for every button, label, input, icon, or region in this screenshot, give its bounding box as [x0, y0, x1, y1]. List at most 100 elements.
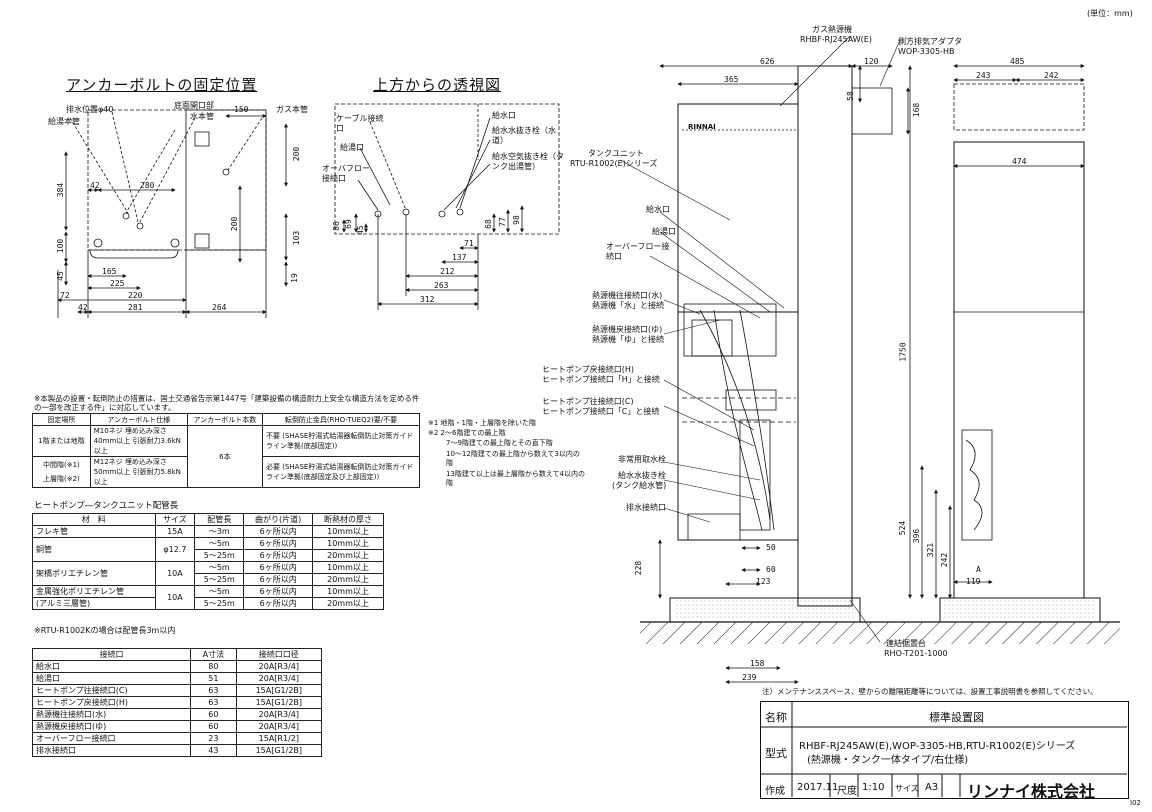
dim: 228 [634, 560, 644, 576]
dim: 150 [234, 105, 249, 114]
table-cell: φ12.7 [154, 537, 196, 562]
table-cell: ～5m [194, 537, 245, 550]
table-cell: 20A[R3/4] [235, 672, 323, 685]
front-label: ヒートポンプ接続口「C」と接続 [542, 407, 660, 416]
front-label: RTU-R1002(E)シリーズ [570, 159, 658, 168]
size-value: A3 [925, 782, 939, 793]
table-cell: 5～25m [194, 573, 245, 586]
dim: 68 [483, 219, 493, 229]
table-header: 転倒防止金具(RHO-TUEQ2)要/不要 [262, 413, 420, 426]
model-label: 型式 [765, 747, 787, 760]
dim: 137 [452, 253, 467, 262]
dim: 242 [1044, 71, 1059, 80]
table-cell: 5～25m [194, 597, 245, 610]
table-cell: 給湯口 [31, 672, 192, 685]
dim: 524 [898, 520, 908, 536]
table-cell: ヒートポンプ戻接続口(H) [31, 696, 192, 709]
table-cell: 5～25m [194, 549, 245, 562]
table-cell: 銅管 [32, 537, 156, 562]
ground-hatch [640, 622, 1120, 644]
dim: 69 [343, 219, 353, 229]
dim: 220 [128, 291, 143, 300]
table-cell: 63 [190, 684, 237, 697]
table-cell: (アルミ三層管) [32, 597, 156, 610]
table-cell: 10mm以上 [312, 537, 384, 550]
front-label: ガス熱源機 [812, 25, 852, 34]
table-header: 接続口 [31, 648, 192, 661]
model-subtitle: (熱源機・タンク一体タイプ/右仕様) [807, 755, 969, 766]
unit-note: (単位：mm) [1087, 9, 1133, 18]
table-cell: ～5m [194, 585, 245, 598]
top-view [334, 103, 560, 310]
table-cell: 15A[R1/2] [235, 732, 323, 745]
top-label: 給湯口 [340, 143, 364, 152]
dim: 60 [766, 565, 776, 574]
dim: 239 [742, 673, 757, 682]
table-cell: オーバーフロー接続口 [31, 732, 192, 745]
dim: 77 [497, 217, 507, 227]
dim: 263 [434, 281, 449, 290]
table-cell: 20mm以上 [312, 597, 384, 610]
front-label: WOP-3305-HB [898, 47, 955, 56]
top-label: 給水口 [492, 111, 516, 120]
dim: 474 [1012, 157, 1027, 166]
front-label: オーバーフロー接続口 [606, 242, 670, 261]
floor-note: 13階建て以上は最上層階から数えて4以内の階 [446, 470, 586, 487]
table-cell: 6本 [186, 425, 264, 488]
front-label: 側方排気アダプタ [898, 37, 962, 46]
table-cell: 中間階(※1) [42, 461, 80, 469]
dim: 42 [78, 303, 88, 312]
front-label: ヒートポンプ接続口「H」と接続 [542, 375, 660, 384]
brand-mark: RINNAI [688, 123, 716, 131]
title-block: 名称 標準設置図 型式 RHBF-RJ245AW(E),WOP-3305-HB,… [760, 701, 1129, 801]
dim: 45 [355, 225, 365, 235]
dim: 200 [230, 216, 240, 232]
dim: 384 [56, 182, 66, 198]
front-label: 熱源機戻接続口(ゆ) [592, 325, 663, 334]
table-row: 5～25m 6ヶ所以内 20mm以上 [33, 549, 384, 562]
front-label: 非常用取水栓 [618, 455, 666, 464]
floor-note: 10～12階建ての最上階から数えて3以内の階 [446, 450, 580, 467]
dim: 123 [756, 577, 771, 586]
front-label: 給水水抜き栓 [618, 471, 666, 480]
side-view [920, 64, 1085, 599]
table-cell: 80 [190, 660, 237, 673]
dim: 168 [912, 102, 922, 118]
top-label: 給水水抜き栓（水道） [492, 126, 556, 145]
dim: 103 [292, 230, 302, 246]
table-cell: 上層階(※2) [42, 475, 80, 483]
anchor-label: 水本管 [190, 112, 214, 121]
dim: 242 [940, 552, 950, 568]
table-row: 銅管 φ12.7 ～5m 6ヶ所以内 10mm以上 [32, 537, 384, 562]
front-label: ヒートポンプ往接続口(C) [542, 397, 634, 406]
dim: 312 [420, 295, 435, 304]
front-label: 熱源機「水」と接続 [592, 301, 664, 310]
dim: 321 [926, 542, 936, 558]
front-label: 排水接続口 [626, 503, 666, 512]
table-cell: 20mm以上 [312, 549, 384, 562]
table-row: フレキ管 15A ～3m 6ヶ所以内 10mm以上 [32, 525, 384, 538]
table-cell: 23 [190, 732, 237, 745]
front-label: タンクユニット [588, 149, 644, 158]
table-header: 接続口口径 [235, 648, 323, 661]
table-cell: 給水口 [31, 660, 192, 673]
company-name: リンナイ株式会社 [967, 782, 1096, 801]
size-label: サイズ [895, 784, 919, 793]
floor-note: ※2 2～6階建ての最上階 [428, 429, 506, 437]
dim: 98 [511, 215, 521, 225]
table-header: サイズ [154, 513, 196, 526]
table-cell: ヒートポンプ往接続口(C) [31, 684, 192, 697]
table-cell: 51 [190, 672, 237, 685]
table-cell: 6ヶ所以内 [243, 585, 314, 598]
table-cell: 不要 (SHASE貯湯式給湯器転倒防止対策ガイドライン準拠(底部固定)) [262, 425, 420, 457]
table-cell: 43 [190, 744, 237, 757]
table-cell: ～5m [194, 561, 245, 574]
table-cell: 60 [190, 708, 237, 721]
table-cell: ～3m [194, 525, 245, 538]
table-cell: 10A [154, 561, 196, 586]
table-cell: M12ネジ 埋め込み深さ50mm以上 引張耐力5.8kN以上 [89, 456, 188, 488]
